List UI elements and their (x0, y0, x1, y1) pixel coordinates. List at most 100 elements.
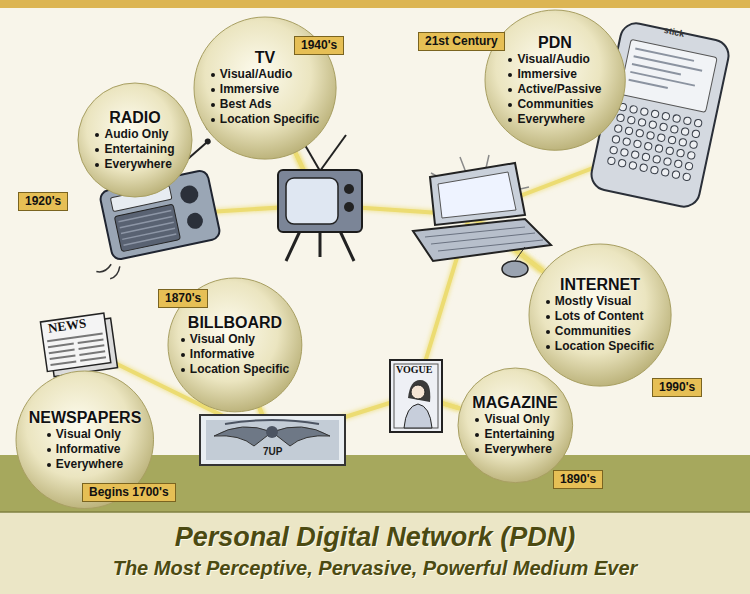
bullet-list: Visual OnlyInformativeLocation Specific (181, 332, 289, 377)
pda-key (638, 118, 647, 127)
medium-heading: MAGAZINE (472, 393, 557, 412)
media-circle: MAGAZINEVisual OnlyEntertainingEverywher… (457, 367, 574, 484)
media-circle: INTERNETMostly VisualLots of ContentComm… (528, 243, 672, 387)
bullet-item: Mostly Visual (546, 294, 631, 309)
bullet-item: Visual Only (181, 332, 255, 347)
pda-key (609, 146, 618, 155)
bullet-item: Everywhere (475, 442, 551, 457)
date-tag: 1920's (18, 192, 68, 211)
bullet-item: Immersive (211, 82, 279, 97)
pda-key (631, 150, 640, 159)
bullet-item: Visual/Audio (508, 52, 589, 67)
circle-text: MAGAZINEVisual OnlyEntertainingEverywher… (472, 393, 557, 457)
pda-key (676, 149, 685, 158)
date-tag: 1890's (553, 470, 603, 489)
medium-heading: INTERNET (560, 275, 640, 294)
pda-key (689, 140, 698, 149)
diagram-caption: The Most Perceptive, Pervasive, Powerful… (0, 556, 750, 580)
bullet-item: Everywhere (47, 457, 123, 472)
pda-key (625, 127, 634, 136)
pda-key (629, 161, 638, 170)
pda-key (683, 117, 692, 126)
bullet-item: Visual/Audio (211, 67, 292, 82)
bullet-item: Lots of Content (546, 309, 644, 324)
billboard-illustration (200, 415, 345, 465)
media-circle: RADIOAudio OnlyEntertainingEverywhere192… (77, 82, 193, 198)
diagram-title: Personal Digital Network (PDN) (0, 521, 750, 553)
pda-key (640, 107, 649, 116)
pda-key (694, 119, 703, 128)
pda-key (622, 137, 631, 146)
date-tag: 1940's (294, 36, 344, 55)
circle-shape (78, 83, 192, 197)
media-circle: BILLBOARDVisual OnlyInformativeLocation … (167, 277, 303, 413)
pda-key (665, 147, 674, 156)
bullet-list: Visual/AudioImmersiveBest AdsLocation Sp… (211, 67, 319, 127)
bullet-item: Communities (508, 97, 593, 112)
bullet-list: Visual OnlyEntertainingEverywhere (475, 412, 554, 457)
illustration-label: stick (663, 25, 685, 39)
bullet-list: Audio OnlyEntertainingEverywhere (95, 127, 174, 172)
pda-key (649, 120, 658, 129)
circle-text: INTERNETMostly VisualLots of ContentComm… (546, 275, 654, 354)
pda-key (662, 112, 671, 121)
bullet-item: Visual Only (47, 427, 121, 442)
pda-key (659, 123, 668, 132)
pda-key (614, 124, 623, 133)
bullet-item: Entertaining (95, 142, 174, 157)
circle-text: PDNVisual/AudioImmersiveActive/PassiveCo… (508, 33, 601, 127)
pda-key (657, 133, 666, 142)
bullet-item: Immersive (508, 67, 576, 82)
medium-heading: RADIO (109, 108, 161, 127)
bullet-list: Visual/AudioImmersiveActive/PassiveCommu… (508, 52, 601, 127)
pda-key (642, 153, 651, 162)
pda-key (670, 125, 679, 134)
illustration-label: 7UP (263, 446, 282, 457)
magazine-illustration (390, 360, 442, 432)
pda-key (627, 116, 636, 125)
pda-key (636, 129, 645, 138)
pda-key (620, 148, 629, 157)
date-tag: 21st Century (418, 32, 505, 51)
circle-text: BILLBOARDVisual OnlyInformativeLocation … (181, 313, 289, 377)
bullet-list: Mostly VisualLots of ContentCommunitiesL… (546, 294, 654, 354)
bullet-item: Location Specific (181, 362, 289, 377)
pda-key (672, 114, 681, 123)
bullet-item: Visual Only (475, 412, 549, 427)
date-tag: 1870's (158, 289, 208, 308)
bullet-item: Best Ads (211, 97, 272, 112)
bullet-item: Everywhere (95, 157, 171, 172)
bullet-item: Everywhere (508, 112, 584, 127)
pda-key (682, 173, 691, 182)
pda-key (672, 170, 681, 179)
pda-key (633, 140, 642, 149)
bullet-item: Informative (181, 347, 255, 362)
circle-shape (529, 244, 671, 386)
pda-key (644, 142, 653, 151)
illustration-label: VOGUE (396, 364, 432, 375)
bullet-item: Audio Only (95, 127, 168, 142)
medium-heading: PDN (538, 33, 572, 52)
bullet-item: Informative (47, 442, 121, 457)
medium-heading: BILLBOARD (188, 313, 282, 332)
pda-key (687, 151, 696, 160)
pda-key (652, 155, 661, 164)
pda-key (685, 162, 694, 171)
pda-key (692, 130, 701, 139)
medium-heading: TV (255, 48, 275, 67)
circle-shape (458, 368, 573, 483)
media-circle: NEWSPAPERSVisual OnlyInformativeEverywhe… (15, 370, 155, 510)
newspaper-illustration (40, 312, 117, 377)
pda-key (674, 160, 683, 169)
pda-key (668, 136, 677, 145)
pda-key (661, 168, 670, 177)
bullet-item: Communities (546, 324, 631, 339)
pda-key (651, 110, 660, 119)
bullet-item: Location Specific (546, 339, 654, 354)
pda-key (655, 144, 664, 153)
circle-shape (485, 10, 625, 150)
circle-text: RADIOAudio OnlyEntertainingEverywhere (95, 108, 174, 172)
pda-key (646, 131, 655, 140)
pda-key (618, 159, 627, 168)
bullet-item: Entertaining (475, 427, 554, 442)
